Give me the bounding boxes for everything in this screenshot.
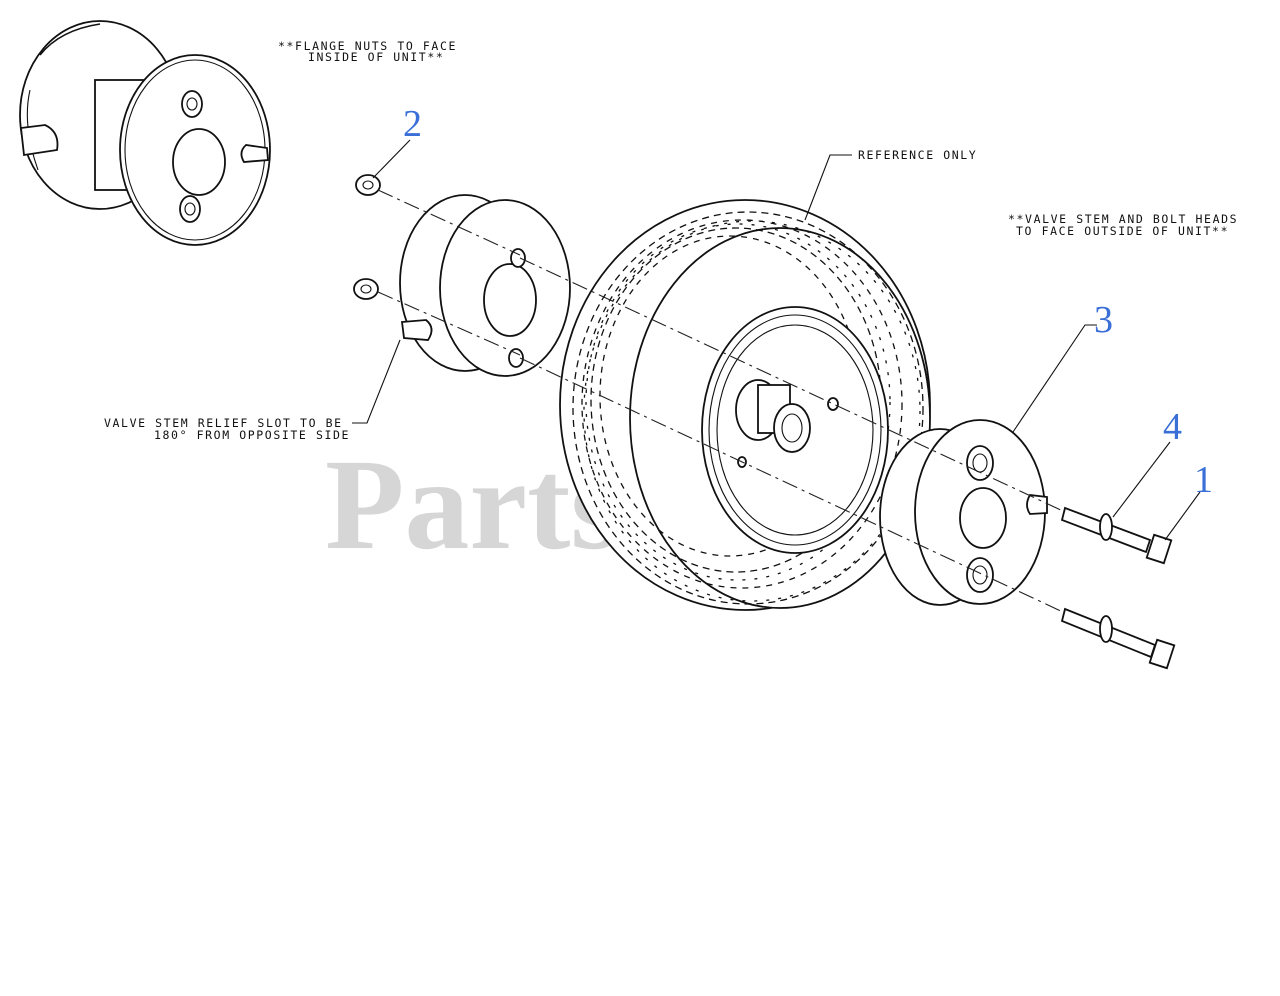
flange-nut-lower — [353, 278, 379, 300]
note-flange-line1: **FLANGE NUTS TO FACE — [278, 39, 457, 53]
bolt-upper — [1060, 506, 1173, 565]
note-relief-line2: 180° FROM OPPOSITE SIDE — [154, 428, 350, 442]
callout-3: 3 — [1094, 299, 1113, 341]
flange-nut-upper — [355, 174, 381, 196]
bolt-lower — [1060, 607, 1176, 670]
assembled-weights-inset — [19, 20, 271, 246]
callout-2: 2 — [403, 103, 422, 145]
note-valve-line1: **VALVE STEM AND BOLT HEADS — [1008, 212, 1238, 226]
leader-lines — [352, 139, 1201, 541]
inner-wheel-weight — [399, 194, 571, 377]
callout-1: 1 — [1194, 459, 1213, 501]
callout-4: 4 — [1163, 406, 1182, 448]
assembly-centerlines — [377, 189, 1066, 614]
note-reference-only: REFERENCE ONLY — [858, 148, 977, 162]
outer-wheel-weight — [879, 419, 1048, 606]
tire-and-rim — [559, 199, 931, 611]
note-valve-line2: TO FACE OUTSIDE OF UNIT** — [1016, 224, 1229, 238]
note-flange-line2: INSIDE OF UNIT** — [308, 50, 444, 64]
note-relief-line1: VALVE STEM RELIEF SLOT TO BE — [104, 416, 343, 430]
